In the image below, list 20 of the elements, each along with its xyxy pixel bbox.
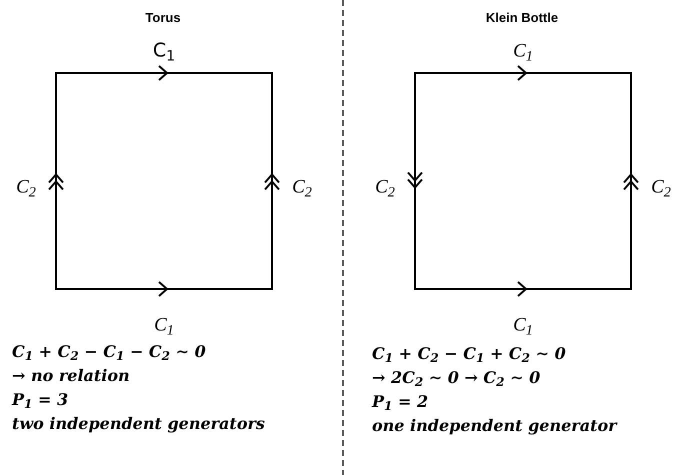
formula-text: P$_{1}$ = 2 bbox=[372, 392, 428, 412]
edge-name-label: C$_{1}$ bbox=[513, 316, 533, 334]
edge-name-label: C$_{2}$ bbox=[651, 178, 671, 196]
square-diagram bbox=[46, 63, 282, 299]
formula-text: C$_{1}$ + C$_{2}$ − C$_{1}$ − C$_{2}$ ∼ 0 bbox=[12, 342, 206, 362]
edge-name-label: C$_{2}$ bbox=[16, 178, 36, 196]
edge-name-label: C$_{1}$ bbox=[154, 316, 174, 334]
edge-name-label: C$_{1}$ bbox=[513, 42, 533, 60]
formula-text: P$_{1}$ = 3 bbox=[12, 390, 68, 410]
formula-text: two independent generators bbox=[12, 414, 265, 434]
panel-title: Klein Bottle bbox=[486, 10, 558, 26]
edge-name-label: C$_{1}$ bbox=[152, 42, 176, 60]
formula-text: one independent generator bbox=[372, 416, 617, 436]
edge-name-label: C$_{2}$ bbox=[375, 178, 395, 196]
formula-text: → no relation bbox=[12, 366, 130, 386]
edge-name-label: C$_{2}$ bbox=[292, 178, 312, 196]
formula-text: C$_{1}$ + C$_{2}$ − C$_{1}$ + C$_{2}$ ∼ 0 bbox=[372, 344, 566, 364]
square-diagram bbox=[405, 63, 641, 299]
panel-title: Torus bbox=[145, 10, 181, 26]
formula-text: → 2C$_{2}$ ∼ 0 → C$_{2}$ ∼ 0 bbox=[372, 368, 540, 388]
